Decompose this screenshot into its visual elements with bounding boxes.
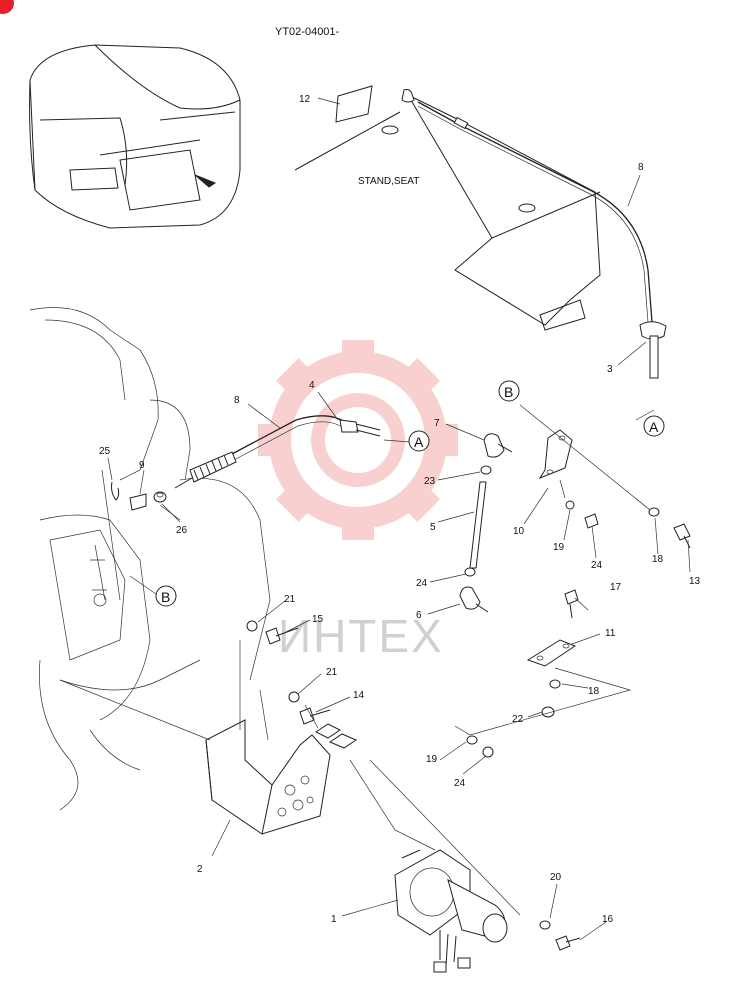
callout-18-upper: 18 <box>652 554 664 565</box>
ref-a-label: A <box>649 419 659 435</box>
callout-7: 7 <box>434 418 440 429</box>
callout-21-lower: 21 <box>326 667 338 678</box>
callout-8-lower: 8 <box>234 395 240 406</box>
callout-18-lower: 18 <box>588 686 600 697</box>
throttle-cable-upper <box>417 101 667 379</box>
callout-12: 12 <box>299 94 311 105</box>
callout-22: 22 <box>512 714 524 725</box>
callout-8-upper: 8 <box>638 162 644 173</box>
callout-5: 5 <box>430 522 436 533</box>
callout-11: 11 <box>605 628 616 639</box>
ref-circle-b-2: B <box>155 585 177 607</box>
callout-3: 3 <box>607 364 613 375</box>
drawing-code: YT02-04001- <box>275 26 340 38</box>
callout-10: 10 <box>513 526 525 537</box>
motor-bracket-2 <box>205 719 358 835</box>
callout-24-lower: 24 <box>454 778 466 789</box>
throttle-cable-lower <box>174 415 381 489</box>
corner-badge <box>0 0 14 14</box>
callout-16: 16 <box>602 914 614 925</box>
callout-6: 6 <box>416 610 422 621</box>
ref-b-label: B <box>161 589 170 605</box>
watermark-text: ИНТЕХ <box>278 610 444 662</box>
callout-13: 13 <box>689 576 701 587</box>
cable-clip-parts <box>111 481 167 511</box>
ref-b-label: B <box>504 384 513 400</box>
callout-19-upper: 19 <box>553 542 565 553</box>
callout-19-lower: 19 <box>426 754 438 765</box>
callout-9: 9 <box>139 460 145 471</box>
machine-overview-illustration <box>29 44 241 229</box>
ref-a-label: A <box>414 434 424 450</box>
bracket-10 <box>538 429 573 480</box>
ref-circle-a-1: A <box>408 430 430 452</box>
watermark-gear-logo <box>258 340 458 540</box>
stand-seat-label: STAND,SEAT <box>358 176 419 187</box>
ref-circle-a-2: A <box>643 415 665 437</box>
callout-17: 17 <box>610 582 622 593</box>
callout-26: 26 <box>176 525 188 536</box>
callout-24-right: 24 <box>591 560 603 571</box>
seat-stand-illustration <box>294 85 601 331</box>
leader-lines <box>107 97 691 941</box>
assembly-guide-lines <box>59 404 651 916</box>
motor-1 <box>394 849 581 973</box>
callout-20: 20 <box>550 872 562 883</box>
callout-1: 1 <box>331 914 337 925</box>
bracket-11 <box>454 589 632 758</box>
callout-15: 15 <box>312 614 324 625</box>
linkage-rod-assembly <box>459 433 513 613</box>
fasteners-right <box>565 500 691 549</box>
callout-24-upper: 24 <box>416 578 428 589</box>
ref-circle-b-1: B <box>498 380 520 402</box>
callout-4: 4 <box>309 380 315 391</box>
callout-2: 2 <box>197 864 203 875</box>
callout-21-upper: 21 <box>284 594 296 605</box>
callout-25: 25 <box>99 446 111 457</box>
fasteners-center <box>246 620 331 725</box>
callout-23: 23 <box>424 476 436 487</box>
callout-14: 14 <box>353 690 365 701</box>
